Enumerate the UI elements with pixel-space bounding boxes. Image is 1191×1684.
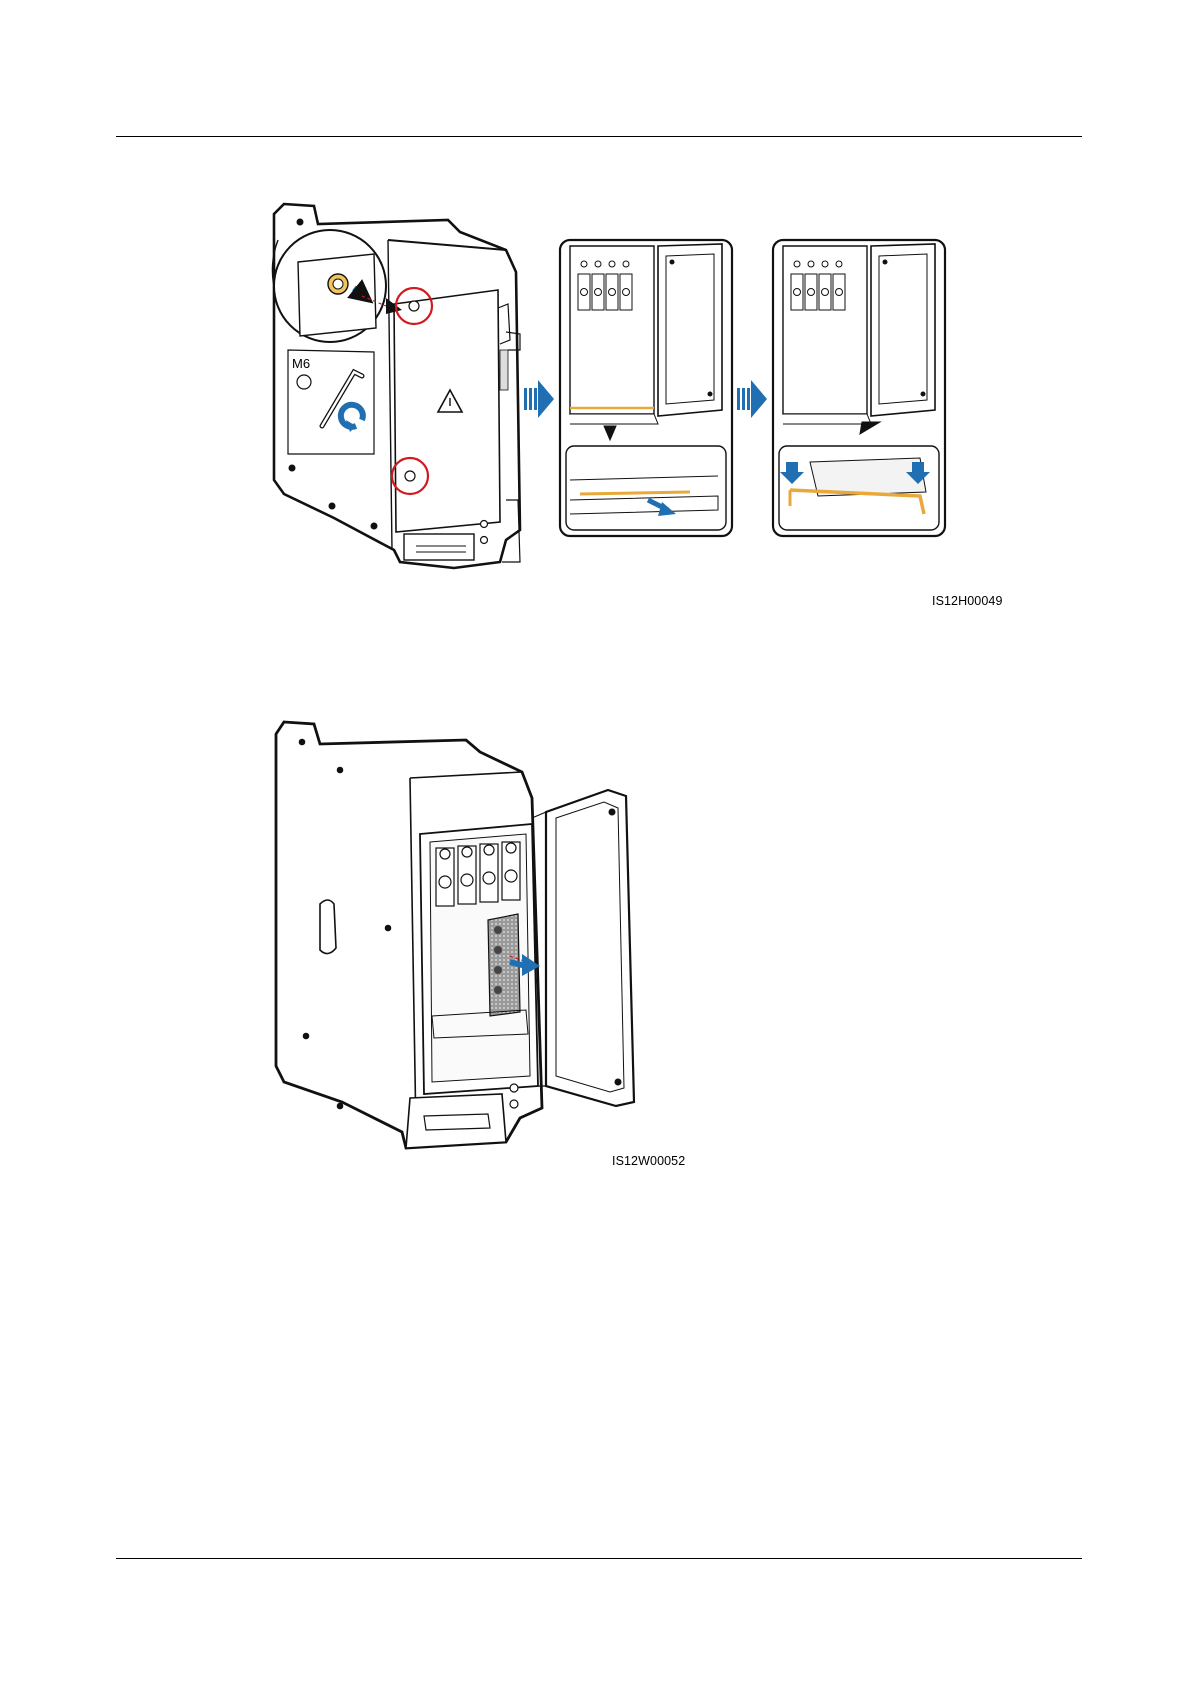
step-arrow-2 [737,380,767,418]
figure-2: IS12W00052 [270,718,710,1158]
panel-route-cable-step [773,240,945,536]
inverter-open-door-view [276,722,634,1148]
screw-size-label: M6 [292,356,310,371]
figure-2-drawing [270,718,710,1158]
figure-1-drawing: M6 [270,200,1020,630]
figure-2-id: IS12W00052 [612,1154,685,1168]
footer-rule [116,1558,1082,1559]
figure-1: M6 [270,200,1020,630]
logo-badge [320,900,336,954]
figure-1-id: IS12H00049 [932,594,1003,608]
panel-open-door-step [560,240,732,536]
hex-screw-icon [297,375,311,389]
step-arrow-1 [524,380,554,418]
tool-box-m6: M6 [288,350,374,454]
header-rule [116,136,1082,137]
